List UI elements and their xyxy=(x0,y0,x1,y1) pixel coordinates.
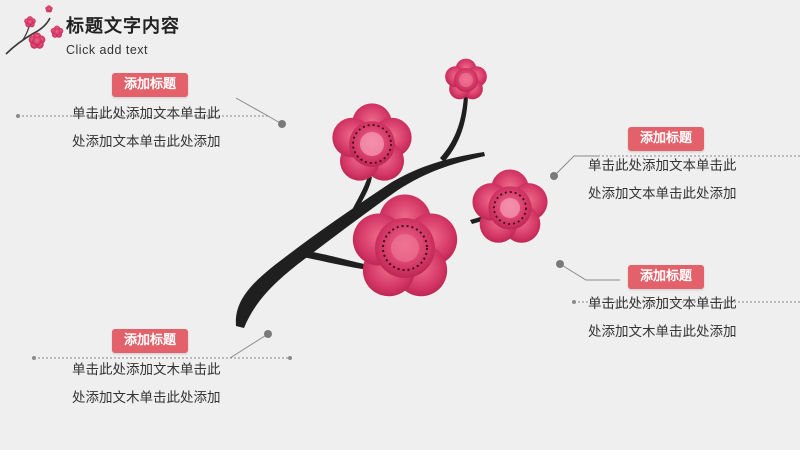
section-3-text[interactable]: 单击此处添加文本单击此 处添加文木单击此处添加 xyxy=(588,290,737,346)
connector-lines xyxy=(16,97,800,360)
blossom-top-icon xyxy=(445,58,487,100)
blossom-large-icon xyxy=(352,194,458,297)
logo-branch-icon xyxy=(5,5,64,55)
section-4-title-badge[interactable]: 添加标题 xyxy=(112,329,189,353)
section-3-line-2: 处添加文木单击此处添加 xyxy=(588,324,737,340)
blossom-upper-icon xyxy=(332,103,412,181)
page-subtitle[interactable]: Click add text xyxy=(66,43,149,57)
section-2-line-1: 单击此处添加文本单击此 xyxy=(588,158,737,174)
section-2-text[interactable]: 单击此处添加文本单击此 处添加文本单击此处添加 xyxy=(588,152,737,208)
section-3-line-1: 单击此处添加文本单击此 xyxy=(588,296,737,312)
section-2-line-2: 处添加文本单击此处添加 xyxy=(588,186,737,202)
section-4-line-2: 处添加文木单击此处添加 xyxy=(72,390,221,406)
section-3-title-badge[interactable]: 添加标题 xyxy=(628,265,705,289)
blossom-right-icon xyxy=(472,169,548,243)
section-1-text[interactable]: 单击此处添加文本单击此 处添加文本单击此处添加 xyxy=(72,100,221,156)
section-2-title-badge[interactable]: 添加标题 xyxy=(628,127,705,151)
header: 标题文字内容 Click add text xyxy=(66,12,180,57)
section-1-title-badge[interactable]: 添加标题 xyxy=(112,73,189,97)
section-4-text[interactable]: 单击此处添加文木单击此 处添加文木单击此处添加 xyxy=(72,356,221,412)
section-1-line-1: 单击此处添加文本单击此 xyxy=(72,106,221,122)
section-1-line-2: 处添加文本单击此处添加 xyxy=(72,134,221,150)
section-4-line-1: 单击此处添加文木单击此 xyxy=(72,362,221,378)
page-title[interactable]: 标题文字内容 xyxy=(66,16,180,37)
